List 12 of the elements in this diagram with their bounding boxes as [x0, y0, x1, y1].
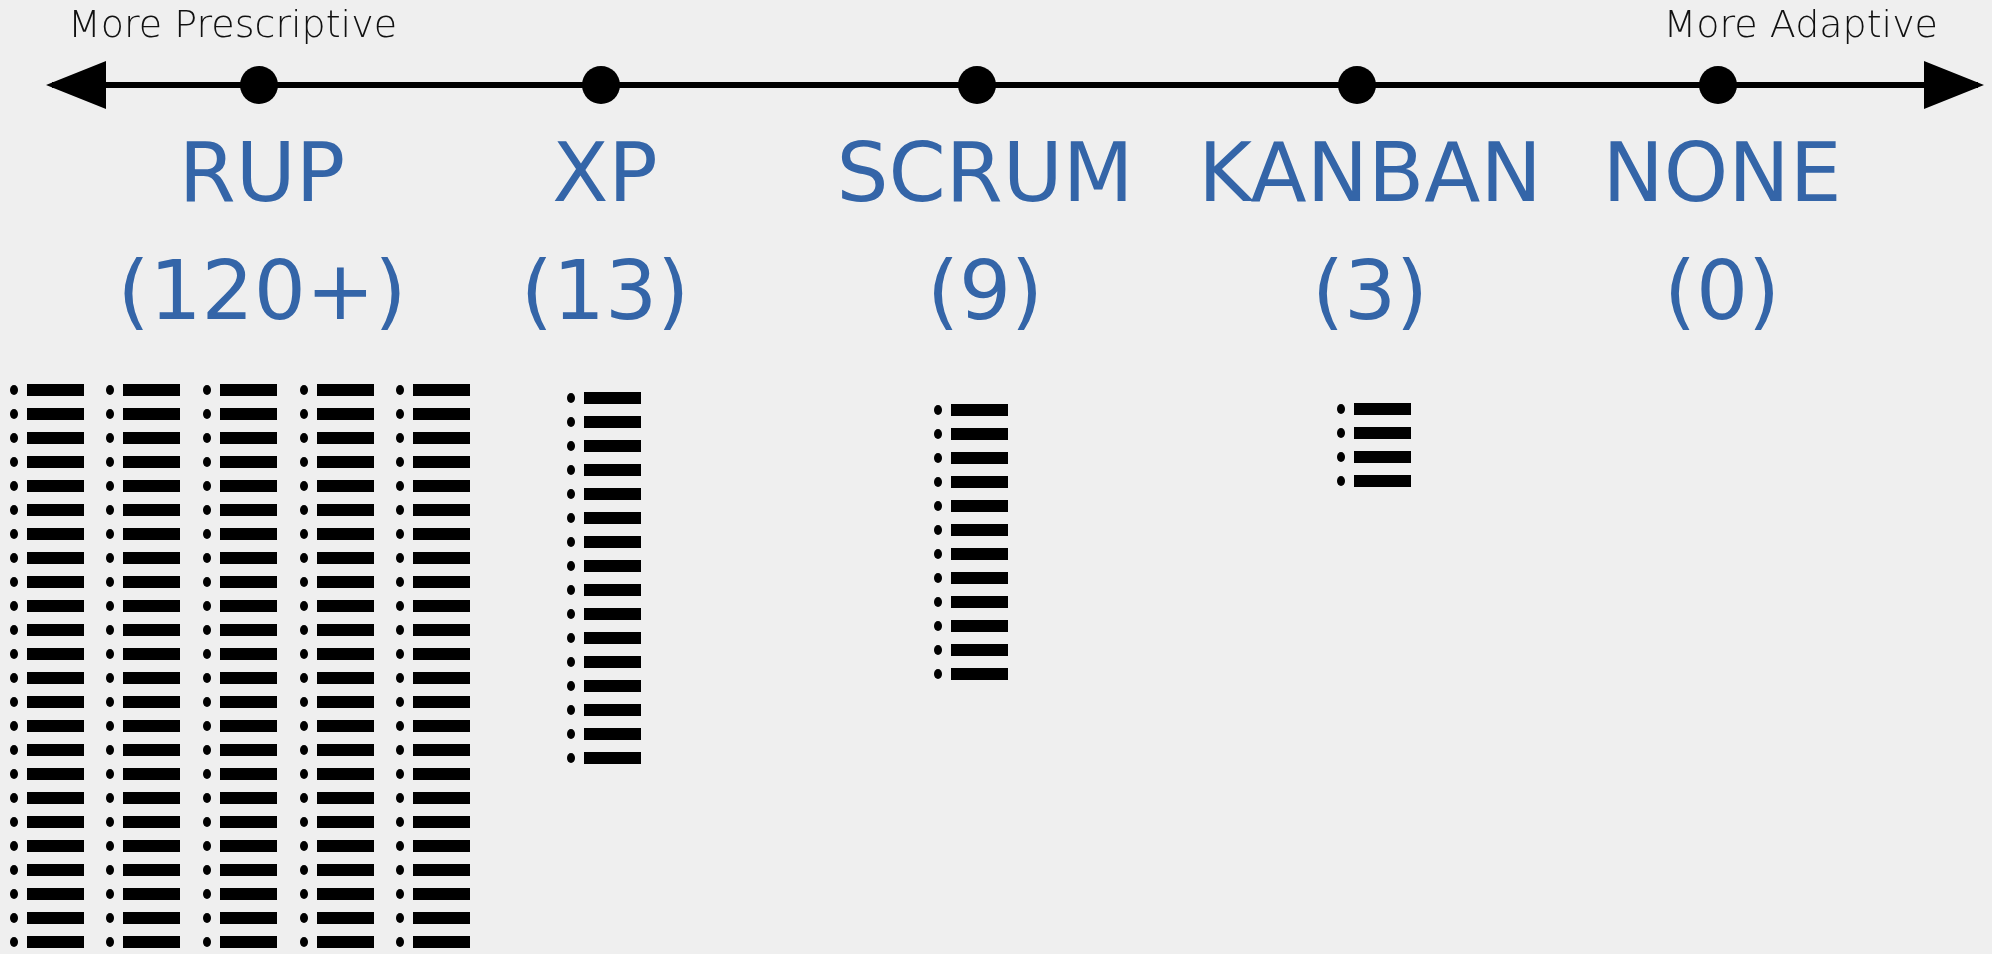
- method-name: NONE: [1602, 132, 1842, 214]
- scale-end-label: More Prescriptive: [68, 2, 397, 46]
- method-name: SCRUM: [836, 132, 1134, 214]
- method-name: RUP: [178, 132, 346, 214]
- rule-count: (13): [520, 250, 690, 332]
- method-name: KANBAN: [1198, 132, 1542, 214]
- rule-count: (0): [1663, 250, 1781, 332]
- scale-end-label: More Adaptive: [1663, 2, 1938, 46]
- rule-count: (9): [926, 250, 1044, 332]
- method-name: XP: [552, 132, 658, 214]
- rule-count: (120+): [117, 250, 407, 332]
- rule-count: (3): [1311, 250, 1429, 332]
